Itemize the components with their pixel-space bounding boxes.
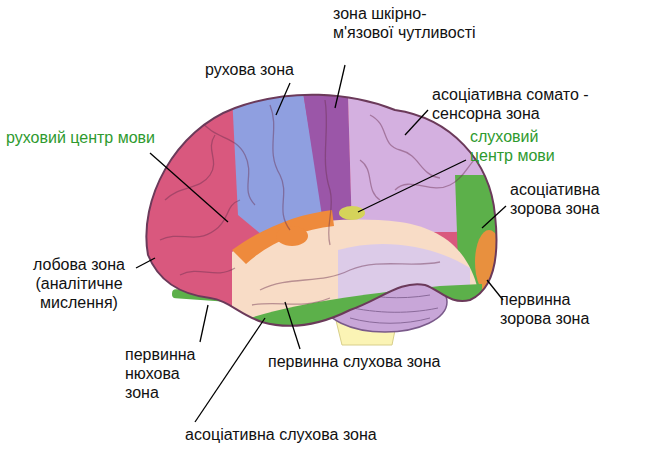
zone-label: асоціативна зорова зона xyxy=(510,180,620,218)
speech-center-label: слуховий центр мови xyxy=(470,127,585,165)
leader-line xyxy=(285,302,300,349)
leader-line xyxy=(276,83,290,115)
zone-label: первинна слухова зона xyxy=(268,352,440,371)
cerebrum-outline xyxy=(146,95,496,326)
zone-label: асоціативна слухова зона xyxy=(185,425,377,444)
zone-label: лобова зона (аналітичне мислення) xyxy=(4,255,154,312)
leader-line xyxy=(335,65,345,108)
leader-line xyxy=(482,206,506,228)
zone-label: рухова зона xyxy=(205,60,294,79)
zone-label: первинна нюхова зона xyxy=(125,345,207,402)
zone-label: зона шкірно-м'язової чутливості xyxy=(333,4,483,42)
speech-center-label: руховий центр мови xyxy=(6,128,155,147)
leader-line xyxy=(150,153,228,222)
leader-line xyxy=(200,305,208,342)
zone-label: асоціативна сомато - сенсорна зона xyxy=(432,85,652,123)
zone-label: первинна зорова зона xyxy=(500,290,620,328)
leader-line xyxy=(195,318,265,422)
leader-line xyxy=(358,160,466,212)
leader-line xyxy=(136,258,155,268)
leader-line xyxy=(405,110,428,135)
